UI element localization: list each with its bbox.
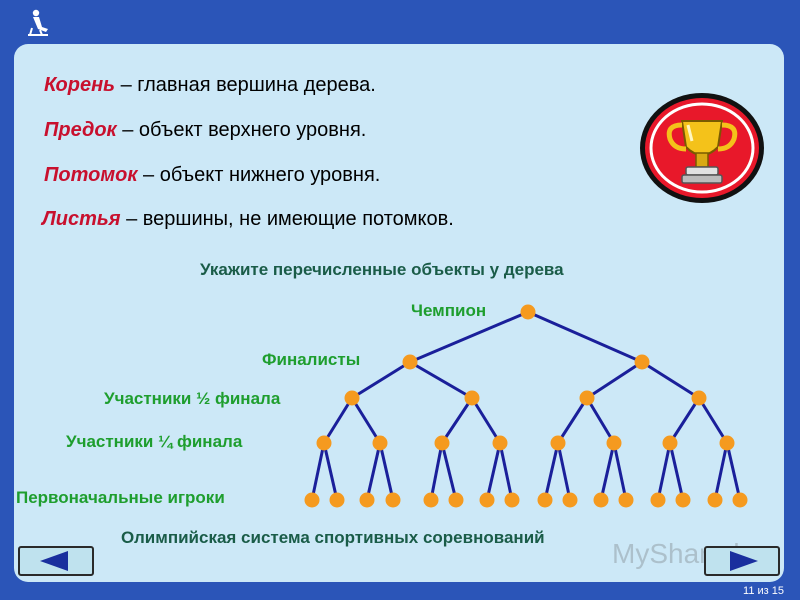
tree-edge bbox=[543, 442, 560, 501]
tree-edge bbox=[527, 310, 643, 364]
node-initial-player bbox=[675, 492, 691, 508]
node-finalist bbox=[402, 354, 418, 370]
node-initial-player bbox=[593, 492, 609, 508]
node-quarterfinalist bbox=[316, 435, 332, 451]
node-quarterfinalist bbox=[606, 435, 622, 451]
tree-edge bbox=[310, 442, 326, 501]
tree-edge bbox=[378, 442, 395, 501]
node-quarterfinalist bbox=[550, 435, 566, 451]
definition-leaves: Листья – вершины, не имеющие потомков. bbox=[42, 208, 454, 231]
node-quarterfinalist bbox=[662, 435, 678, 451]
tree-edge bbox=[599, 442, 616, 501]
level-label-semifinal: Участники ½ финала bbox=[104, 389, 281, 408]
term-leaves: Листья bbox=[42, 208, 121, 230]
node-champion bbox=[520, 304, 536, 320]
term-descendant: Потомок bbox=[44, 164, 138, 186]
forward-button[interactable] bbox=[704, 546, 780, 576]
node-initial-player bbox=[650, 492, 666, 508]
node-initial-player bbox=[732, 492, 748, 508]
back-arrow-icon bbox=[40, 551, 68, 571]
node-initial-player bbox=[618, 492, 634, 508]
node-initial-player bbox=[479, 492, 495, 508]
node-quarterfinalist bbox=[434, 435, 450, 451]
node-initial-player bbox=[562, 492, 578, 508]
node-semifinalist bbox=[691, 390, 707, 406]
node-quarterfinalist bbox=[372, 435, 388, 451]
node-initial-player bbox=[359, 492, 375, 508]
trophy-icon bbox=[638, 91, 766, 205]
level-label-finalists: Финалисты bbox=[262, 350, 361, 369]
tree-edge bbox=[440, 442, 458, 501]
tree-edge bbox=[668, 442, 685, 501]
tree-edge bbox=[440, 397, 474, 444]
tree-edge bbox=[470, 397, 502, 444]
level-label-initial: Первоначальные игроки bbox=[16, 488, 225, 507]
tree-edge bbox=[498, 442, 514, 501]
definition-text: – главная вершина дерева. bbox=[115, 74, 376, 96]
tree-edge bbox=[351, 360, 411, 400]
tree-edge bbox=[725, 442, 742, 501]
definition-text: – объект нижнего уровня. bbox=[137, 164, 381, 186]
level-label-champion: Чемпион bbox=[411, 301, 487, 320]
definition-text: – объект верхнего уровня. bbox=[116, 119, 367, 141]
definition-root: Корень – главная вершина дерева. bbox=[44, 74, 376, 97]
term-root: Корень bbox=[44, 74, 116, 96]
tree-edge bbox=[556, 442, 572, 501]
node-initial-player bbox=[448, 492, 464, 508]
definition-text: – вершины, не имеющие потомков. bbox=[120, 208, 454, 230]
tree-edge bbox=[409, 360, 473, 400]
level-label-quarterfinal: Участники ¼ финала bbox=[66, 432, 243, 451]
tree-edge bbox=[668, 397, 701, 444]
tree-edge bbox=[656, 442, 672, 501]
tree-edge bbox=[350, 397, 382, 444]
tree-edge bbox=[485, 442, 502, 501]
node-initial-player bbox=[707, 492, 723, 508]
tree-edge bbox=[586, 360, 643, 400]
node-initial-player bbox=[329, 492, 345, 508]
tree-edge bbox=[556, 397, 589, 444]
node-semifinalist bbox=[464, 390, 480, 406]
node-quarterfinalist bbox=[492, 435, 508, 451]
logo-icon bbox=[24, 8, 52, 38]
tree-edge bbox=[641, 360, 700, 400]
tree-edge bbox=[713, 442, 729, 501]
node-initial-player bbox=[504, 492, 520, 508]
tree-edge bbox=[697, 397, 729, 444]
tree-edges bbox=[310, 310, 742, 501]
tree-edge bbox=[585, 397, 616, 444]
tree-edge bbox=[429, 442, 444, 501]
definition-ancestor: Предок – объект верхнего уровня. bbox=[44, 119, 366, 142]
node-initial-player bbox=[537, 492, 553, 508]
tree-nodes bbox=[304, 304, 748, 508]
node-initial-player bbox=[385, 492, 401, 508]
tree-edge bbox=[409, 310, 529, 364]
node-semifinalist bbox=[344, 390, 360, 406]
definition-descendant: Потомок – объект нижнего уровня. bbox=[44, 164, 380, 187]
node-finalist bbox=[634, 354, 650, 370]
node-initial-player bbox=[423, 492, 439, 508]
tree-edge bbox=[322, 397, 354, 444]
tree-edge bbox=[612, 442, 628, 501]
node-quarterfinalist bbox=[719, 435, 735, 451]
slide-counter: 11 из 15 bbox=[743, 585, 784, 597]
tree-edge bbox=[322, 442, 339, 501]
forward-arrow-icon bbox=[730, 551, 758, 571]
back-button[interactable] bbox=[18, 546, 94, 576]
diagram-caption: Олимпийская система спортивных соревнова… bbox=[121, 528, 545, 547]
tree-edge bbox=[365, 442, 382, 501]
task-prompt: Укажите перечисленные объекты у дерева bbox=[200, 260, 564, 279]
node-semifinalist bbox=[579, 390, 595, 406]
node-initial-player bbox=[304, 492, 320, 508]
term-ancestor: Предок bbox=[44, 119, 117, 141]
